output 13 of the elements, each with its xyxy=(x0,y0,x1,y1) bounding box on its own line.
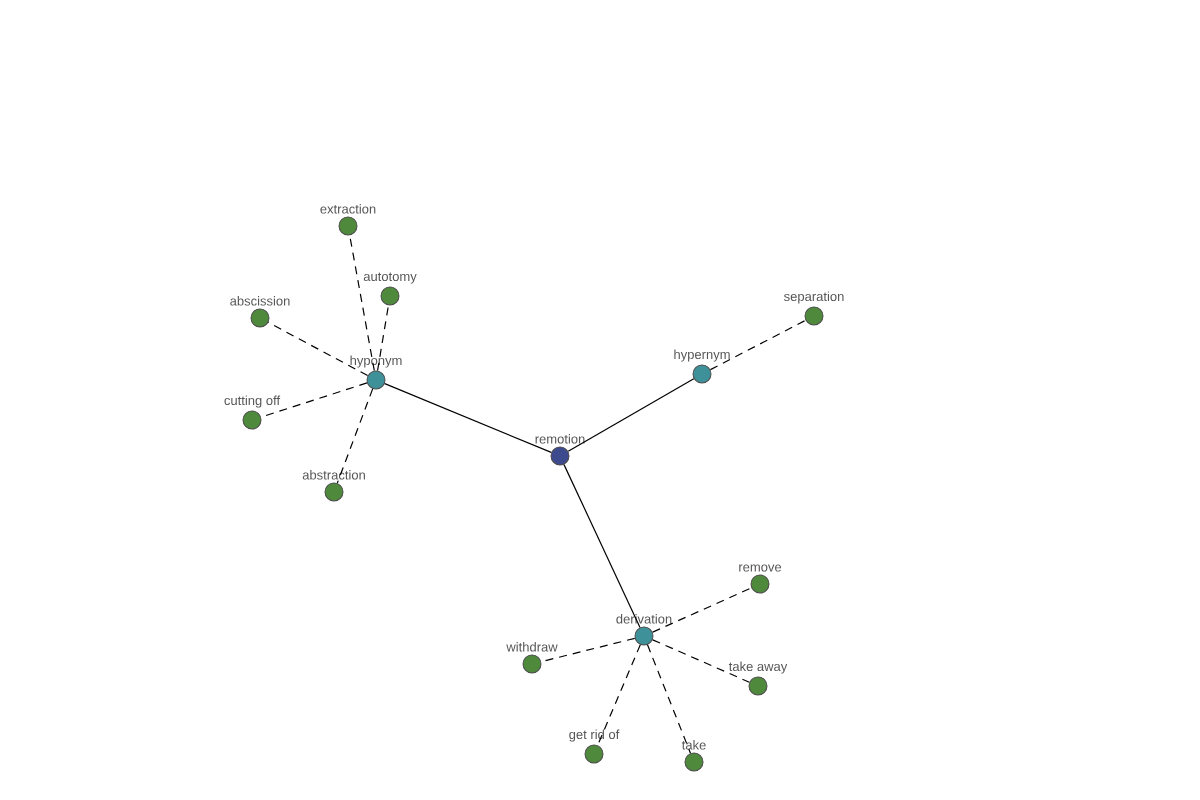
connector-line xyxy=(540,637,636,663)
connector-line xyxy=(267,321,369,377)
connector-line xyxy=(652,587,752,633)
connector-line xyxy=(376,304,390,372)
connector-line xyxy=(349,234,375,372)
connector-line xyxy=(652,639,750,683)
connector-line xyxy=(646,644,692,754)
connector-line xyxy=(597,644,641,746)
connector-line xyxy=(563,464,641,628)
connector-line xyxy=(709,319,807,371)
connector-line xyxy=(567,378,695,452)
connector-line xyxy=(384,383,552,453)
connector-line xyxy=(336,388,374,484)
